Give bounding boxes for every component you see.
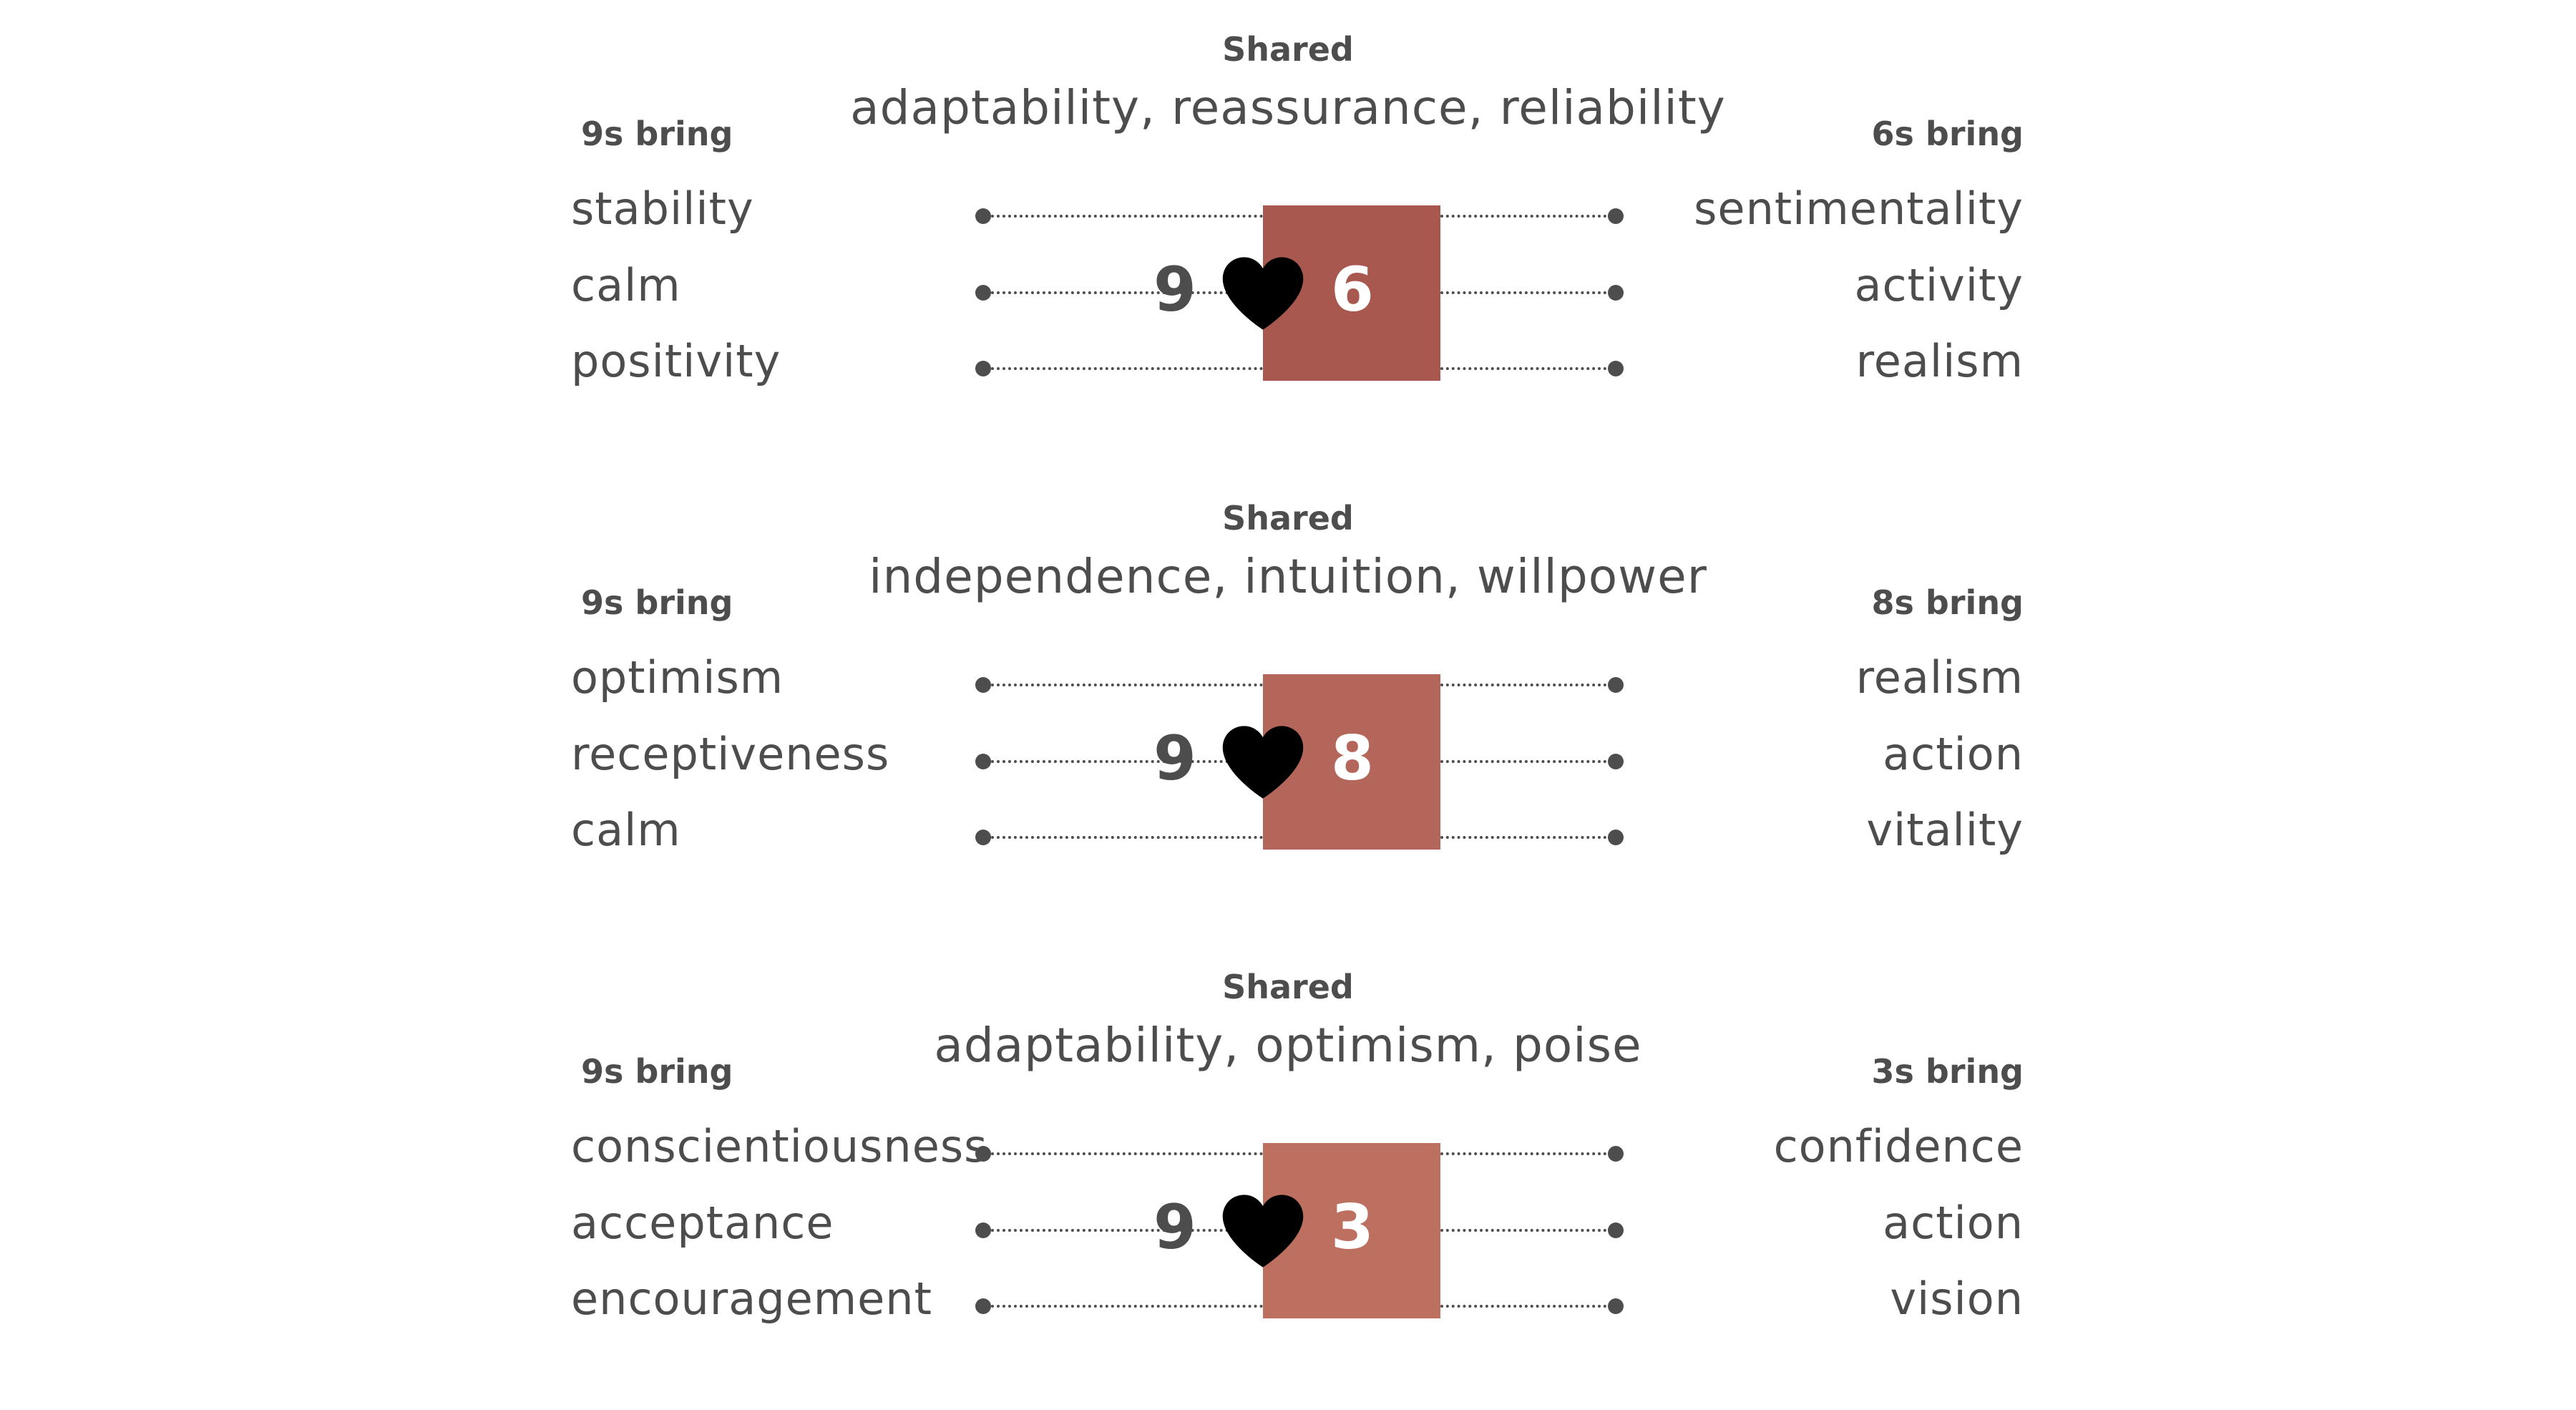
connector-line — [991, 836, 1263, 839]
right-bring-heading: 6s bring — [1871, 115, 2024, 153]
right-trait: realism — [1855, 335, 2024, 387]
heart-icon — [1222, 1195, 1304, 1268]
connector-line — [1440, 1152, 1612, 1155]
left-trait: calm — [571, 804, 681, 856]
heart-icon — [1222, 726, 1304, 799]
connector-line — [991, 760, 1263, 763]
connector-dot — [1608, 754, 1624, 769]
right-trait: vitality — [1866, 804, 2024, 856]
left-trait: stability — [571, 183, 754, 235]
shared-label: Shared — [1222, 499, 1354, 538]
connector-dot — [1608, 285, 1624, 301]
left-trait: optimism — [571, 651, 784, 704]
connector-line — [1440, 836, 1612, 839]
connector-dot — [1608, 1298, 1624, 1314]
right-trait: action — [1883, 728, 2024, 780]
left-trait: conscientiousness — [571, 1120, 988, 1172]
pairing-panel-9-8: Shared independence, intuition, willpowe… — [0, 469, 2576, 941]
connector-dot — [975, 830, 991, 845]
left-bring-heading: 9s bring — [581, 1052, 733, 1091]
left-trait: encouragement — [571, 1273, 932, 1325]
right-type-number: 6 — [1331, 254, 1374, 326]
connector-line — [991, 291, 1263, 294]
connector-line — [991, 1152, 1263, 1155]
right-bring-heading: 8s bring — [1871, 583, 2024, 622]
connector-dot — [975, 754, 991, 769]
left-type-number: 9 — [1153, 1192, 1196, 1263]
right-type-number: 3 — [1331, 1192, 1374, 1263]
shared-label: Shared — [1222, 968, 1354, 1006]
right-type-number: 8 — [1331, 723, 1374, 794]
connector-dot — [975, 677, 991, 693]
connector-dot — [1608, 677, 1624, 693]
right-trait: realism — [1855, 651, 2024, 704]
connector-line — [1440, 215, 1612, 218]
connector-dot — [975, 285, 991, 301]
connector-line — [991, 215, 1263, 218]
shared-label: Shared — [1222, 30, 1354, 69]
pairing-panel-9-6: Shared adaptability, reassurance, reliab… — [0, 0, 2576, 472]
connector-dot — [975, 361, 991, 376]
left-trait: positivity — [571, 335, 781, 387]
connector-line — [991, 684, 1263, 686]
left-trait: receptiveness — [571, 728, 890, 780]
connector-line — [991, 367, 1263, 370]
connector-dot — [975, 1222, 991, 1238]
connector-line — [1440, 1229, 1612, 1232]
right-trait: vision — [1890, 1273, 2024, 1325]
right-trait: sentimentality — [1694, 183, 2024, 235]
shared-values: adaptability, optimism, poise — [934, 1018, 1642, 1073]
heart-icon — [1222, 257, 1304, 330]
connector-dot — [1608, 208, 1624, 224]
connector-dot — [1608, 1222, 1624, 1238]
connector-line — [991, 1305, 1263, 1308]
left-trait: acceptance — [571, 1197, 834, 1249]
pairing-panel-9-3: Shared adaptability, optimism, poise 9s … — [0, 938, 2576, 1410]
connector-dot — [1608, 361, 1624, 376]
connector-line — [1440, 367, 1612, 370]
right-trait: activity — [1854, 259, 2024, 311]
left-trait: calm — [571, 259, 681, 311]
connector-line — [1440, 291, 1612, 294]
left-bring-heading: 9s bring — [581, 115, 733, 153]
connector-line — [1440, 1305, 1612, 1308]
right-bring-heading: 3s bring — [1871, 1052, 2024, 1091]
connector-line — [991, 1229, 1263, 1232]
connector-line — [1440, 760, 1612, 763]
shared-values: adaptability, reassurance, reliability — [850, 80, 1726, 135]
connector-line — [1440, 684, 1612, 686]
connector-dot — [975, 1146, 991, 1162]
left-bring-heading: 9s bring — [581, 583, 733, 622]
connector-dot — [975, 208, 991, 224]
connector-dot — [975, 1298, 991, 1314]
left-type-number: 9 — [1153, 723, 1196, 794]
shared-values: independence, intuition, willpower — [869, 549, 1707, 604]
right-trait: action — [1883, 1197, 2024, 1249]
connector-dot — [1608, 1146, 1624, 1162]
connector-dot — [1608, 830, 1624, 845]
left-type-number: 9 — [1153, 254, 1196, 326]
right-trait: confidence — [1773, 1120, 2024, 1172]
